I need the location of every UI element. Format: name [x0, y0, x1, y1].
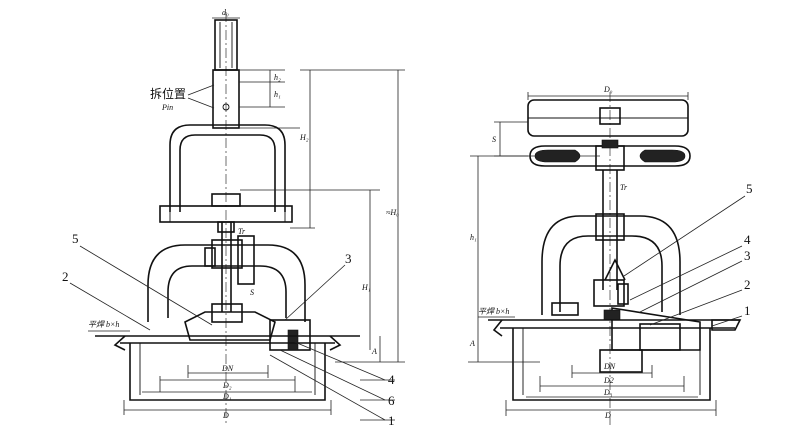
left-callout-1: 1	[388, 413, 395, 428]
left-D1-label: D₁	[222, 392, 232, 401]
right-callout-5: 5	[746, 181, 753, 196]
right-callout-1: 1	[744, 303, 751, 318]
position-leader-2	[187, 97, 215, 109]
left-callout-2: 2	[62, 269, 69, 284]
left-callout-5: 5	[72, 231, 79, 246]
left-D-label: D	[222, 411, 229, 420]
right-D-label: D	[604, 411, 611, 420]
H0-label: ≈H₀	[386, 208, 399, 217]
left-callout-3: 3	[345, 251, 352, 266]
left-callout-4: 4	[388, 372, 395, 387]
right-disc-seat	[551, 302, 701, 351]
right-D2-label: D2	[603, 376, 614, 385]
left-h-dims	[239, 69, 300, 129]
h1-label: h₁	[274, 90, 281, 99]
right-h-label: h₁	[470, 233, 477, 242]
right-A-label: A	[469, 339, 475, 348]
right-view: D₀ S Tr h₁	[468, 85, 753, 425]
right-stem	[602, 170, 618, 290]
left-stem	[212, 17, 240, 129]
left-flange-label: 平焊 b×h	[88, 320, 119, 329]
right-tr-label: Tr	[620, 183, 628, 192]
left-bonnet	[147, 221, 306, 322]
right-D1-label: D₁	[603, 388, 613, 397]
H1-label: H₁	[361, 283, 371, 292]
right-DN-label: DN	[603, 362, 616, 371]
right-callout-2: 2	[744, 277, 751, 292]
left-callouts	[69, 245, 395, 421]
left-disc-seat	[184, 303, 311, 351]
left-vertical-dims	[240, 69, 405, 362]
left-DN-label: DN	[221, 364, 234, 373]
H2-label: H₂	[299, 133, 309, 142]
right-callouts	[623, 195, 746, 327]
left-view: d₀ 拆位置 Pin h₂ h₁	[62, 8, 405, 428]
position-leader-1	[187, 84, 215, 96]
left-bottom-dims	[123, 365, 332, 415]
right-flange-label: 平焊 b×h	[478, 307, 509, 316]
left-A-label: A	[371, 347, 377, 356]
right-callout-3: 3	[744, 248, 751, 263]
left-s-label: S	[250, 288, 254, 297]
h2-label: h₂	[274, 73, 281, 82]
left-tr-label: Tr	[238, 227, 246, 236]
stem-dia-label: d₀	[222, 8, 229, 17]
position-sub-label: Pin	[161, 103, 173, 112]
right-top-wheel	[527, 92, 689, 137]
right-top-dia-label: D₀	[603, 85, 613, 94]
position-label: 拆位置	[150, 86, 186, 101]
right-callout-4: 4	[744, 232, 751, 247]
right-bottom-dims	[505, 365, 717, 416]
left-callout-6: 6	[388, 393, 395, 408]
left-D2-label: D₂	[222, 381, 232, 390]
right-bonnet	[541, 213, 681, 315]
right-s-label: S	[492, 135, 496, 144]
right-flange	[488, 319, 742, 401]
